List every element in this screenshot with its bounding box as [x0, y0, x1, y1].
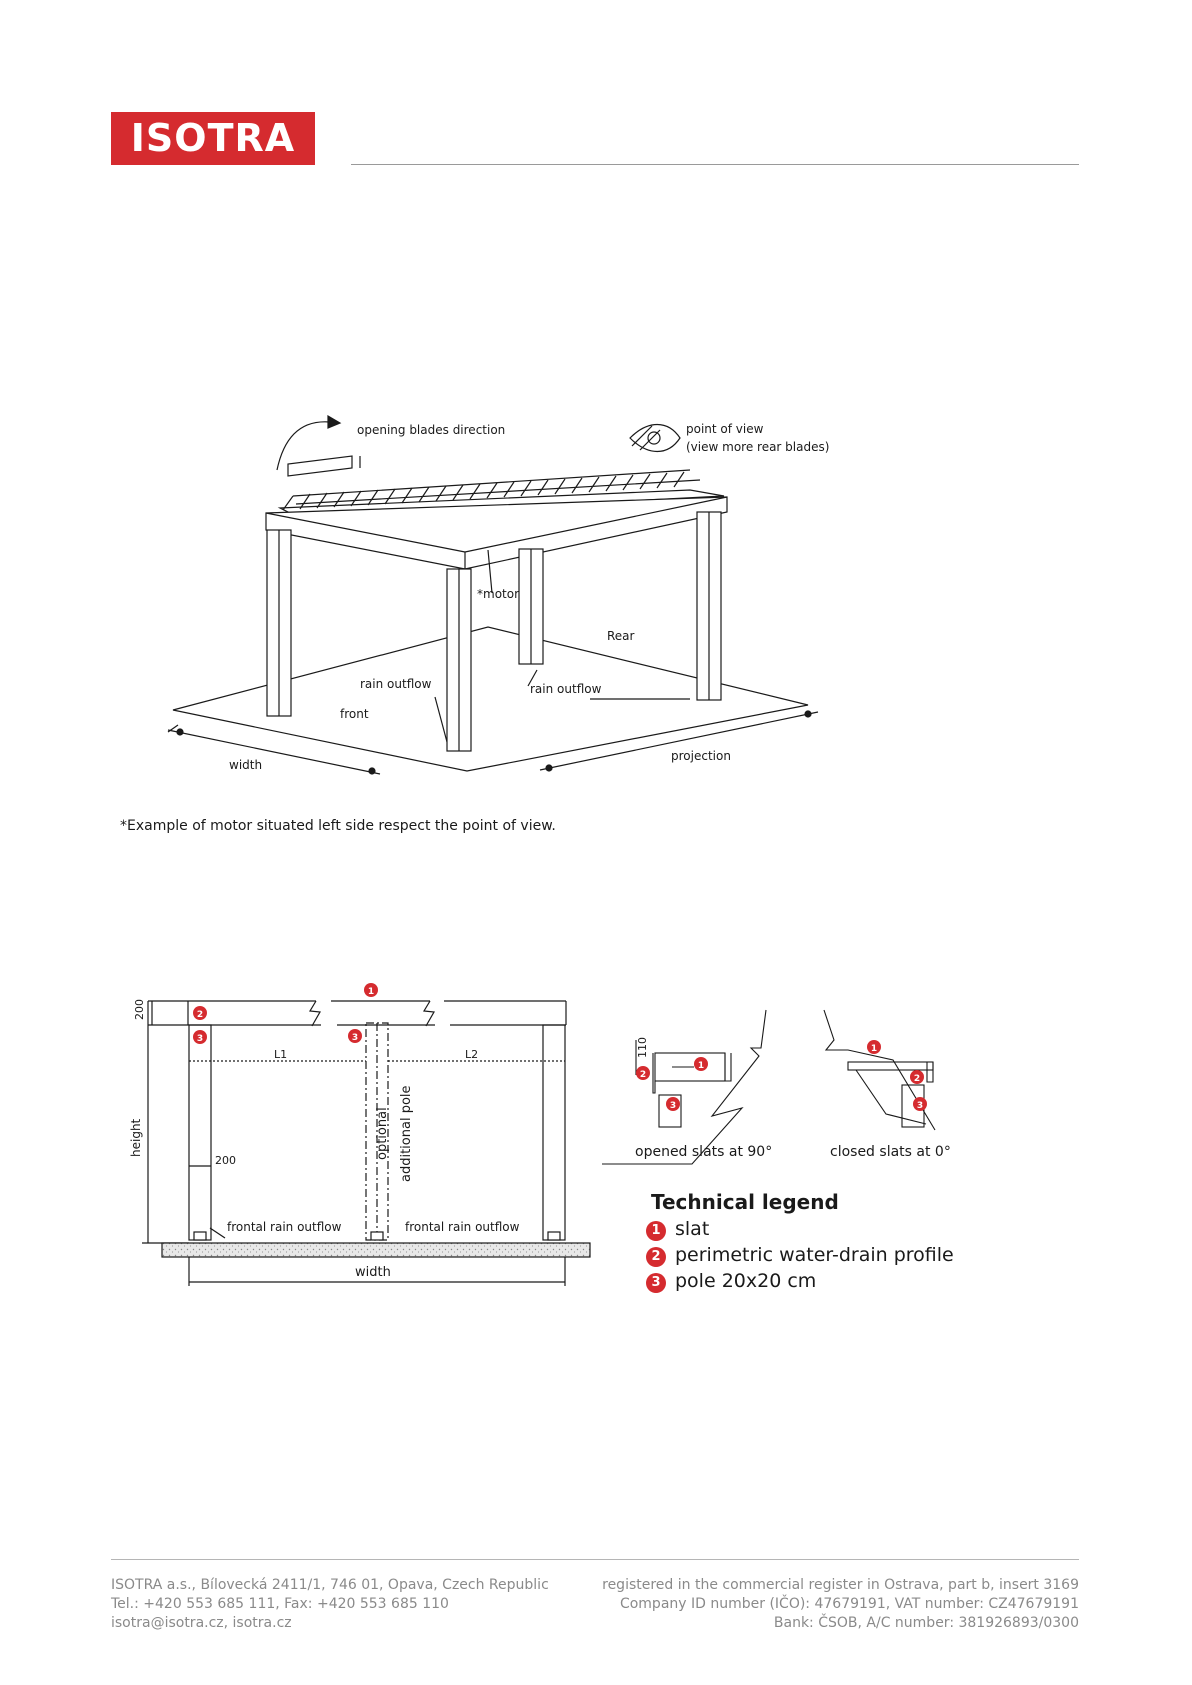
badge-2-open: 2 — [640, 1070, 646, 1080]
footer-company-id: Company ID number (IČO): 47679191, VAT n… — [619, 1596, 1079, 1612]
pergola-perspective — [167, 414, 819, 775]
pole-right — [542, 1024, 566, 1241]
rear-label: Rear — [607, 629, 635, 643]
footer-left: ISOTRA a.s., Bílovecká 2411/1, 746 01, O… — [111, 1576, 549, 1633]
dim-200-top: 200 — [133, 999, 146, 1020]
front-elevation — [142, 1000, 591, 1286]
footer-email: isotra@isotra.cz, isotra.cz — [111, 1615, 292, 1631]
legend-item-pole: 3 pole 20x20 cm — [646, 1270, 816, 1293]
badge-1-closed: 1 — [871, 1044, 877, 1054]
additional-pole-label: additional pole — [399, 1085, 414, 1182]
legend-badge-2: 2 — [646, 1247, 666, 1267]
projection-label: projection — [671, 749, 731, 763]
optional-label: optional — [375, 1107, 390, 1160]
projection-dimension-line — [539, 711, 819, 771]
blade-icon — [287, 455, 353, 477]
badge-3-elev-left: 3 — [197, 1034, 203, 1044]
slat-detail-closed — [823, 1009, 936, 1131]
ground-plane — [172, 626, 809, 772]
footer-register: registered in the commercial register in… — [602, 1577, 1079, 1593]
detail-badges: 1 2 3 1 2 3 — [636, 1040, 927, 1111]
dim-200-pole: 200 — [215, 1154, 236, 1167]
elevation-badges: 1 2 3 3 — [193, 983, 378, 1044]
badge-2-elev: 2 — [197, 1010, 203, 1020]
eye-icon — [629, 424, 681, 452]
height-label: height — [129, 1118, 143, 1157]
rain-outflow-right-label: rain outflow — [530, 682, 602, 696]
badge-2-closed: 2 — [914, 1074, 920, 1084]
dim-110-label: 110 — [636, 1037, 649, 1058]
legend-title: Technical legend — [651, 1190, 839, 1214]
badge-1-open: 1 — [698, 1061, 704, 1071]
L2-label: L2 — [465, 1048, 478, 1061]
legend-item-profile: 2 perimetric water-drain profile — [646, 1244, 954, 1267]
badge-1-elev: 1 — [368, 987, 374, 997]
ground-slab — [161, 1242, 591, 1258]
footer-phone: Tel.: +420 553 685 111, Fax: +420 553 68… — [111, 1596, 449, 1612]
roof-frame-front — [265, 496, 728, 570]
view-more-label: (view more rear blades) — [686, 440, 829, 454]
motor-note: *Example of motor situated left side res… — [120, 818, 556, 834]
pole-left — [188, 1024, 212, 1241]
legend-text-2: perimetric water-drain profile — [675, 1244, 954, 1266]
badge-3-closed: 3 — [917, 1101, 923, 1111]
badge-3-open: 3 — [670, 1101, 676, 1111]
opening-blades-label: opening blades direction — [357, 423, 505, 437]
frontal-rain-outflow-left: frontal rain outflow — [227, 1220, 342, 1234]
closed-slats-label: closed slats at 0° — [830, 1144, 951, 1160]
opened-slats-label: opened slats at 90° — [635, 1144, 772, 1160]
legend-item-slat: 1 slat — [646, 1218, 709, 1241]
frontal-rain-outflow-right: frontal rain outflow — [405, 1220, 520, 1234]
front-label: front — [340, 707, 369, 721]
footer-divider — [111, 1559, 1079, 1560]
logo-text: ISOTRA — [130, 116, 296, 160]
point-of-view-label: point of view — [686, 422, 764, 436]
opening-direction-arrow — [276, 421, 331, 471]
width-elevation-label: width — [355, 1265, 391, 1280]
footer-bank: Bank: ČSOB, A/C number: 381926893/0300 — [773, 1615, 1079, 1631]
legend-text-3: pole 20x20 cm — [675, 1270, 817, 1292]
width-dimension-line — [167, 729, 381, 775]
header-divider — [351, 164, 1079, 165]
badge-3-elev-center: 3 — [352, 1033, 358, 1043]
width-label: width — [229, 758, 262, 772]
isotra-logo: ISOTRA — [111, 112, 315, 165]
rain-outflow-left-label: rain outflow — [360, 677, 432, 691]
legend-badge-3: 3 — [646, 1273, 666, 1293]
legend-text-1: slat — [675, 1218, 710, 1240]
L1-label: L1 — [274, 1048, 287, 1061]
motor-label: *motor — [477, 587, 519, 601]
footer-right: registered in the commercial register in… — [602, 1576, 1079, 1633]
footer-address: ISOTRA a.s., Bílovecká 2411/1, 746 01, O… — [111, 1577, 549, 1593]
legend-badge-1: 1 — [646, 1221, 666, 1241]
slat-detail-opened — [602, 1009, 767, 1165]
